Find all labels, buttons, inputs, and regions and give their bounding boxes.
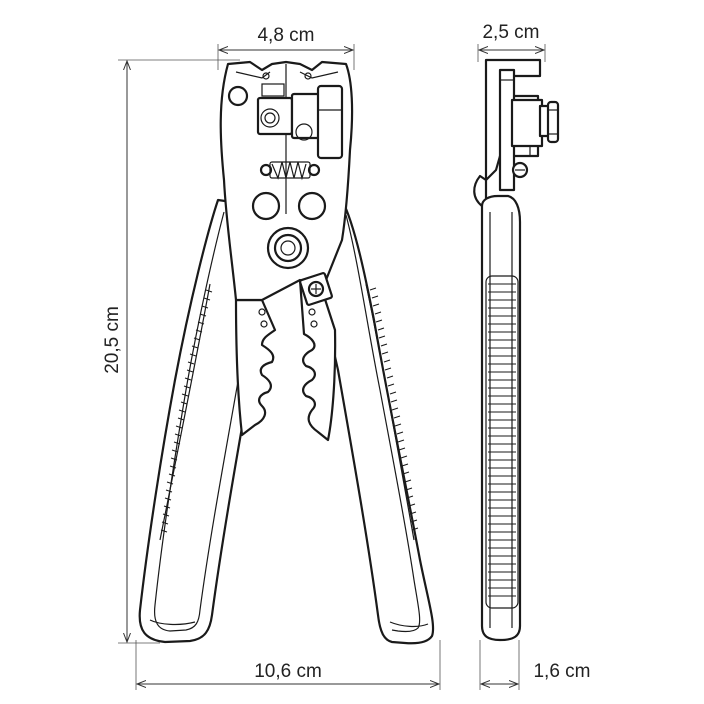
handle-thickness-label: 1,6 cm [533, 661, 590, 682]
wire-stripper-front-view [138, 60, 435, 645]
left-handle-grip [159, 283, 213, 541]
head-width-label: 4,8 cm [257, 25, 314, 46]
dimension-handle-thickness: 1,6 cm [479, 640, 591, 690]
adjuster-screw-icon [299, 272, 333, 306]
dimension-open-width: 10,6 cm [135, 640, 441, 690]
dimension-side-width: 2,5 cm [477, 22, 546, 62]
total-length-label: 20,5 cm [102, 306, 123, 374]
open-width-label: 10,6 cm [254, 661, 322, 682]
wire-stripper-side-view [473, 58, 560, 642]
head-hole-icon [227, 85, 249, 107]
side-width-label: 2,5 cm [482, 22, 539, 43]
right-handle [320, 198, 435, 645]
dimension-head-width: 4,8 cm [217, 25, 355, 70]
right-handle-grip [365, 283, 419, 541]
dimension-total-length: 20,5 cm [102, 59, 240, 644]
pivot-bolt-icon [266, 226, 310, 270]
stripper-head [219, 60, 354, 306]
side-handle-grip [485, 275, 519, 609]
inner-jaws [234, 278, 337, 442]
spring-icon [259, 161, 321, 181]
